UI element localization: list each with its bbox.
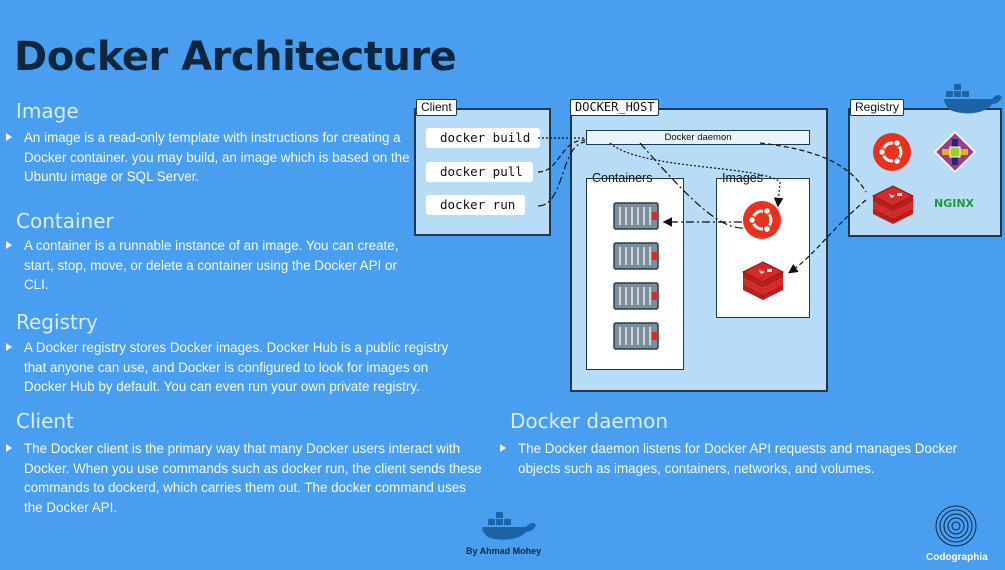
section-body-daemon: The Docker daemon listens for Docker API… (500, 439, 958, 478)
codographia-logo-icon (935, 505, 977, 547)
nginx-icon: NGINX (934, 197, 975, 210)
images-label: Images (722, 171, 763, 185)
docker-whale-icon (482, 512, 536, 540)
section-body-daemon-text: The Docker daemon listens for Docker API… (518, 441, 958, 476)
bullet-arrow-icon (6, 241, 12, 249)
bullet-arrow-icon (6, 444, 12, 452)
section-body-image-text: An image is a read-only template with in… (24, 130, 410, 184)
docker-daemon-bar: Docker daemon (586, 130, 810, 145)
images-box (716, 178, 810, 318)
bullet-arrow-icon (6, 133, 12, 141)
containers-box (586, 178, 684, 370)
section-title-registry: Registry (16, 310, 98, 334)
bullet-arrow-icon (6, 343, 12, 351)
brand-name: Codographia (926, 552, 988, 563)
registry-panel (848, 108, 1002, 237)
section-body-container: A container is a runnable instance of an… (6, 236, 412, 295)
bullet-arrow-icon (500, 444, 506, 452)
containers-label: Containers (592, 171, 653, 185)
section-body-client-text: The Docker client is the primary way tha… (24, 441, 482, 515)
section-body-client: The Docker client is the primary way tha… (6, 439, 484, 517)
client-panel-label: Client (416, 99, 457, 116)
section-title-daemon: Docker daemon (510, 409, 669, 433)
section-title-client: Client (16, 409, 74, 433)
docker-pull-command: docker pull (426, 162, 533, 182)
docker-build-command: docker build (426, 128, 541, 148)
docker-host-label: DOCKER_HOST (570, 99, 660, 116)
section-body-container-text: A container is a runnable instance of an… (24, 238, 399, 292)
registry-label: Registry (850, 99, 905, 116)
section-title-container: Container (16, 209, 114, 233)
section-body-registry-text: A Docker registry stores Docker images. … (24, 340, 449, 394)
section-title-image: Image (16, 99, 79, 123)
docker-run-command: docker run (426, 195, 526, 215)
section-body-image: An image is a read-only template with in… (6, 128, 414, 187)
author-credit: By Ahmad Mohey (466, 546, 542, 556)
page-title: Docker Architecture (14, 34, 457, 80)
section-body-registry: A Docker registry stores Docker images. … (6, 338, 460, 397)
